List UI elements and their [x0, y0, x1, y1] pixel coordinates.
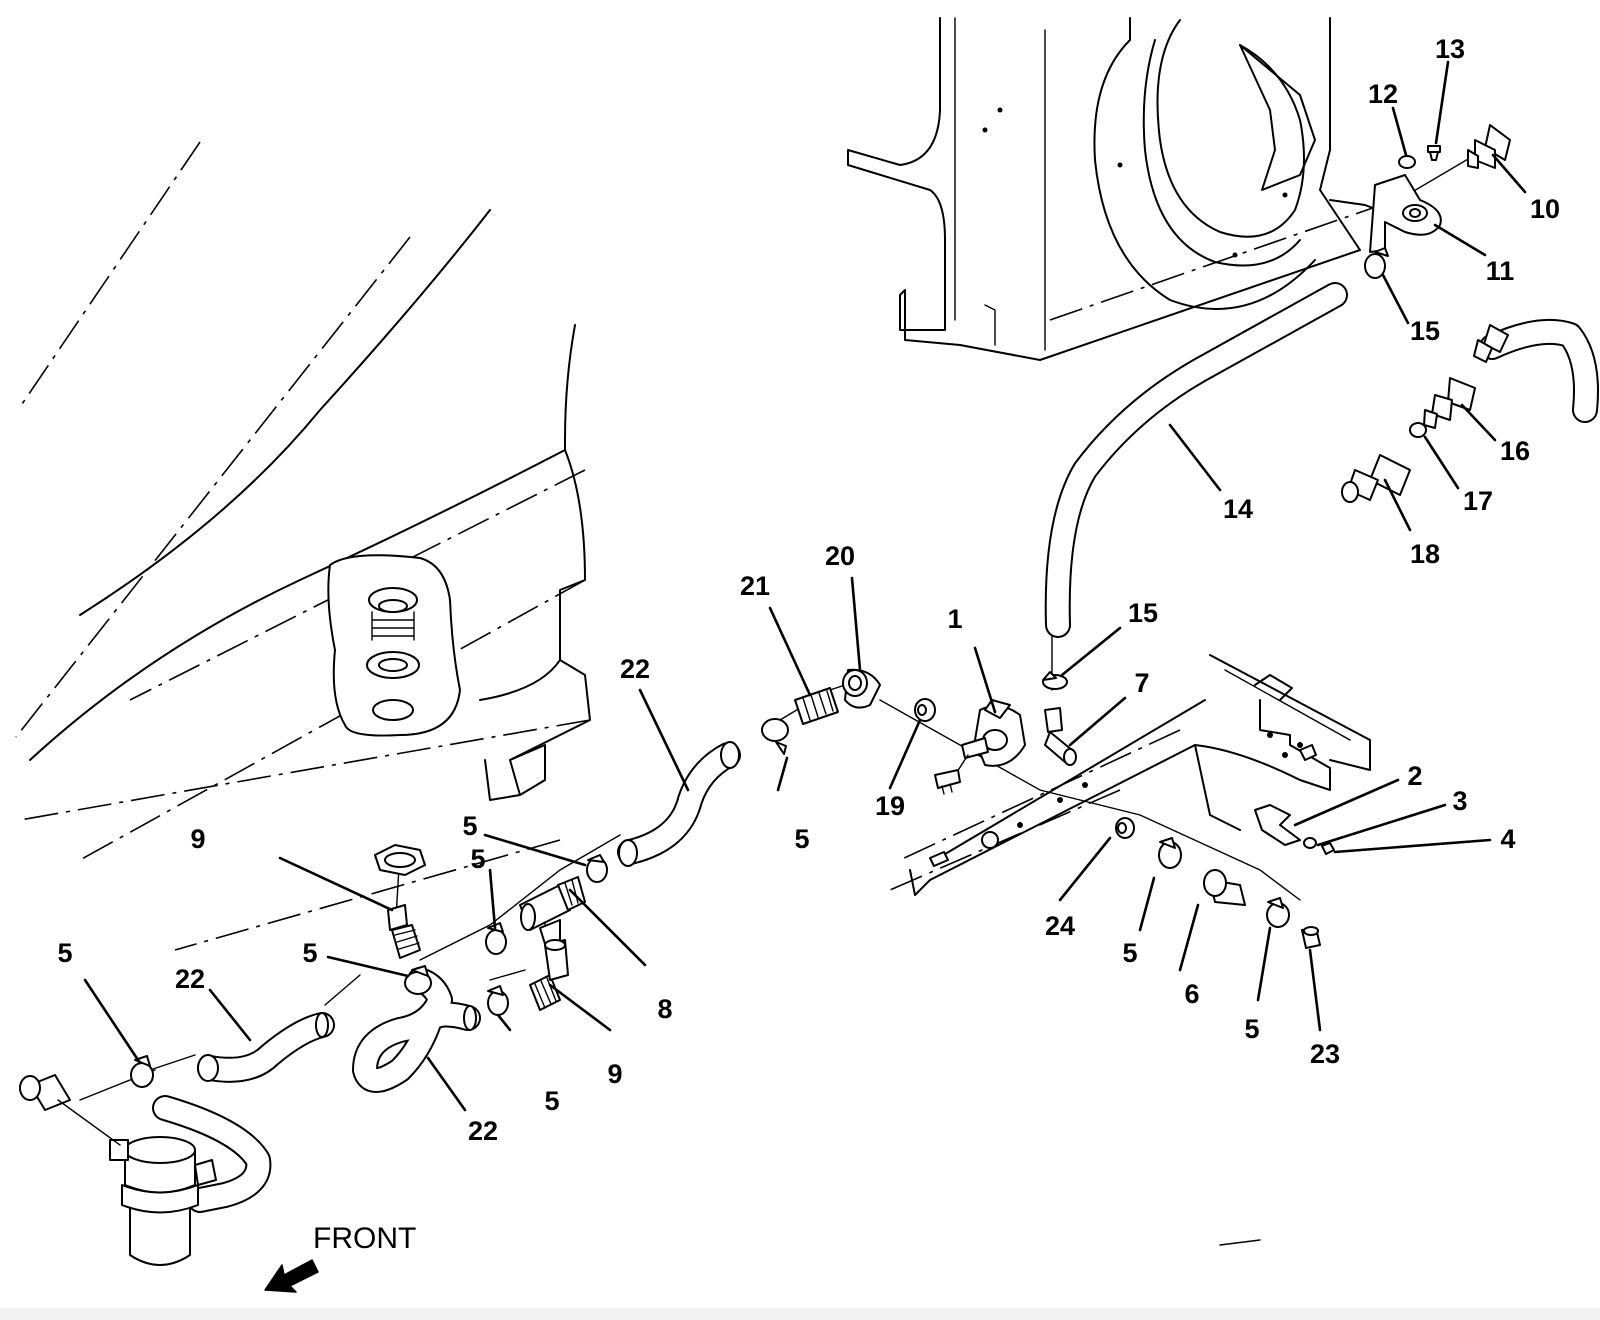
connector-6 — [1203, 869, 1246, 906]
callout-5: 5 — [544, 1086, 559, 1116]
callout-3: 3 — [1452, 786, 1467, 816]
callout-5: 5 — [794, 824, 809, 854]
elbow-7 — [1044, 707, 1077, 766]
callout-19: 19 — [875, 791, 905, 821]
leader-lines — [83, 60, 1527, 1112]
callout-1: 1 — [947, 604, 962, 634]
adapter-18 — [1341, 454, 1411, 503]
hose-22-upper — [617, 741, 741, 867]
hose-22-left — [197, 1012, 335, 1083]
hose-filter-return — [152, 1095, 272, 1213]
clamp-5-right-b — [1266, 897, 1290, 928]
callout-20: 20 — [825, 541, 855, 571]
callout-16: 16 — [1500, 436, 1530, 466]
clamp-5-center — [761, 718, 789, 755]
nipple-21 — [794, 687, 839, 725]
fitting-10 — [1467, 124, 1511, 169]
elbow-9-upper — [387, 904, 421, 959]
callout-6: 6 — [1184, 979, 1199, 1009]
callout-23: 23 — [1310, 1039, 1340, 1069]
callout-22: 22 — [620, 654, 650, 684]
jam-nut — [374, 844, 426, 876]
callout-24: 24 — [1045, 911, 1075, 941]
callout-22: 22 — [468, 1116, 498, 1146]
washer-12 — [1398, 155, 1416, 169]
bracket-11 — [1369, 174, 1442, 253]
bolt-13 — [1427, 145, 1441, 161]
callout-5: 5 — [1244, 1014, 1259, 1044]
callout-5: 5 — [462, 811, 477, 841]
clamp-15-upper — [1364, 247, 1389, 279]
nut-4 — [1321, 842, 1335, 855]
cap-23 — [1301, 926, 1321, 949]
clamp-5-lower — [487, 985, 509, 1016]
switch-1 — [934, 699, 1026, 795]
callout-7: 7 — [1134, 668, 1149, 698]
callout-5: 5 — [470, 844, 485, 874]
clamp-15-lower — [1042, 671, 1068, 690]
washer-17 — [1409, 422, 1427, 438]
callout-5: 5 — [302, 938, 317, 968]
callout-2: 2 — [1407, 761, 1422, 791]
fuel-filter-assembly — [19, 1074, 217, 1266]
callout-15: 15 — [1128, 598, 1158, 628]
fitting-19 — [914, 698, 936, 722]
fitting-24 — [1115, 817, 1135, 839]
callout-17: 17 — [1463, 486, 1493, 516]
callout-18: 18 — [1410, 539, 1440, 569]
callout-labels: 1 2 3 4 5 5 5 5 5 5 5 5 6 7 8 9 9 10 11 … — [57, 34, 1560, 1146]
adapter-16 — [1423, 377, 1476, 429]
front-direction-indicator: FRONT — [264, 1222, 416, 1293]
callout-9: 9 — [607, 1059, 622, 1089]
hose-22-loop — [352, 967, 481, 1093]
callout-10: 10 — [1530, 194, 1560, 224]
clamp-5-filter — [130, 1055, 154, 1088]
grommet-bracket-plate — [327, 554, 461, 737]
bracket-2 — [1254, 804, 1301, 846]
elbow-20 — [842, 668, 881, 709]
callout-14: 14 — [1223, 494, 1253, 524]
clamp-5-right-a — [1158, 837, 1182, 869]
callout-13: 13 — [1435, 34, 1465, 64]
callout-8: 8 — [657, 994, 672, 1024]
callout-9: 9 — [190, 824, 205, 854]
engine-block-outline — [847, 17, 1411, 361]
callout-15: 15 — [1410, 316, 1440, 346]
hose-right-top — [1479, 318, 1599, 423]
bottom-border — [0, 1308, 1600, 1320]
tee-8 — [519, 876, 586, 945]
clamp-5-mid — [586, 854, 608, 883]
callout-5: 5 — [57, 938, 72, 968]
frame-rail-outline — [889, 654, 1371, 896]
clamp-5-loop — [404, 965, 432, 995]
callout-22: 22 — [175, 964, 205, 994]
union-right-top — [1473, 324, 1509, 363]
callout-4: 4 — [1500, 824, 1515, 854]
washer-3 — [1303, 837, 1317, 849]
callout-12: 12 — [1368, 79, 1398, 109]
tank-body-outline — [15, 141, 591, 951]
hose-14 — [1044, 282, 1348, 638]
elbow-9-lower — [529, 939, 569, 1011]
callout-11: 11 — [1486, 256, 1515, 286]
front-label: FRONT — [313, 1222, 416, 1255]
callout-21: 21 — [740, 571, 770, 601]
front-arrow-icon — [264, 1259, 319, 1293]
assembly-axis-lines — [79, 151, 1481, 1246]
callout-5: 5 — [1122, 938, 1137, 968]
